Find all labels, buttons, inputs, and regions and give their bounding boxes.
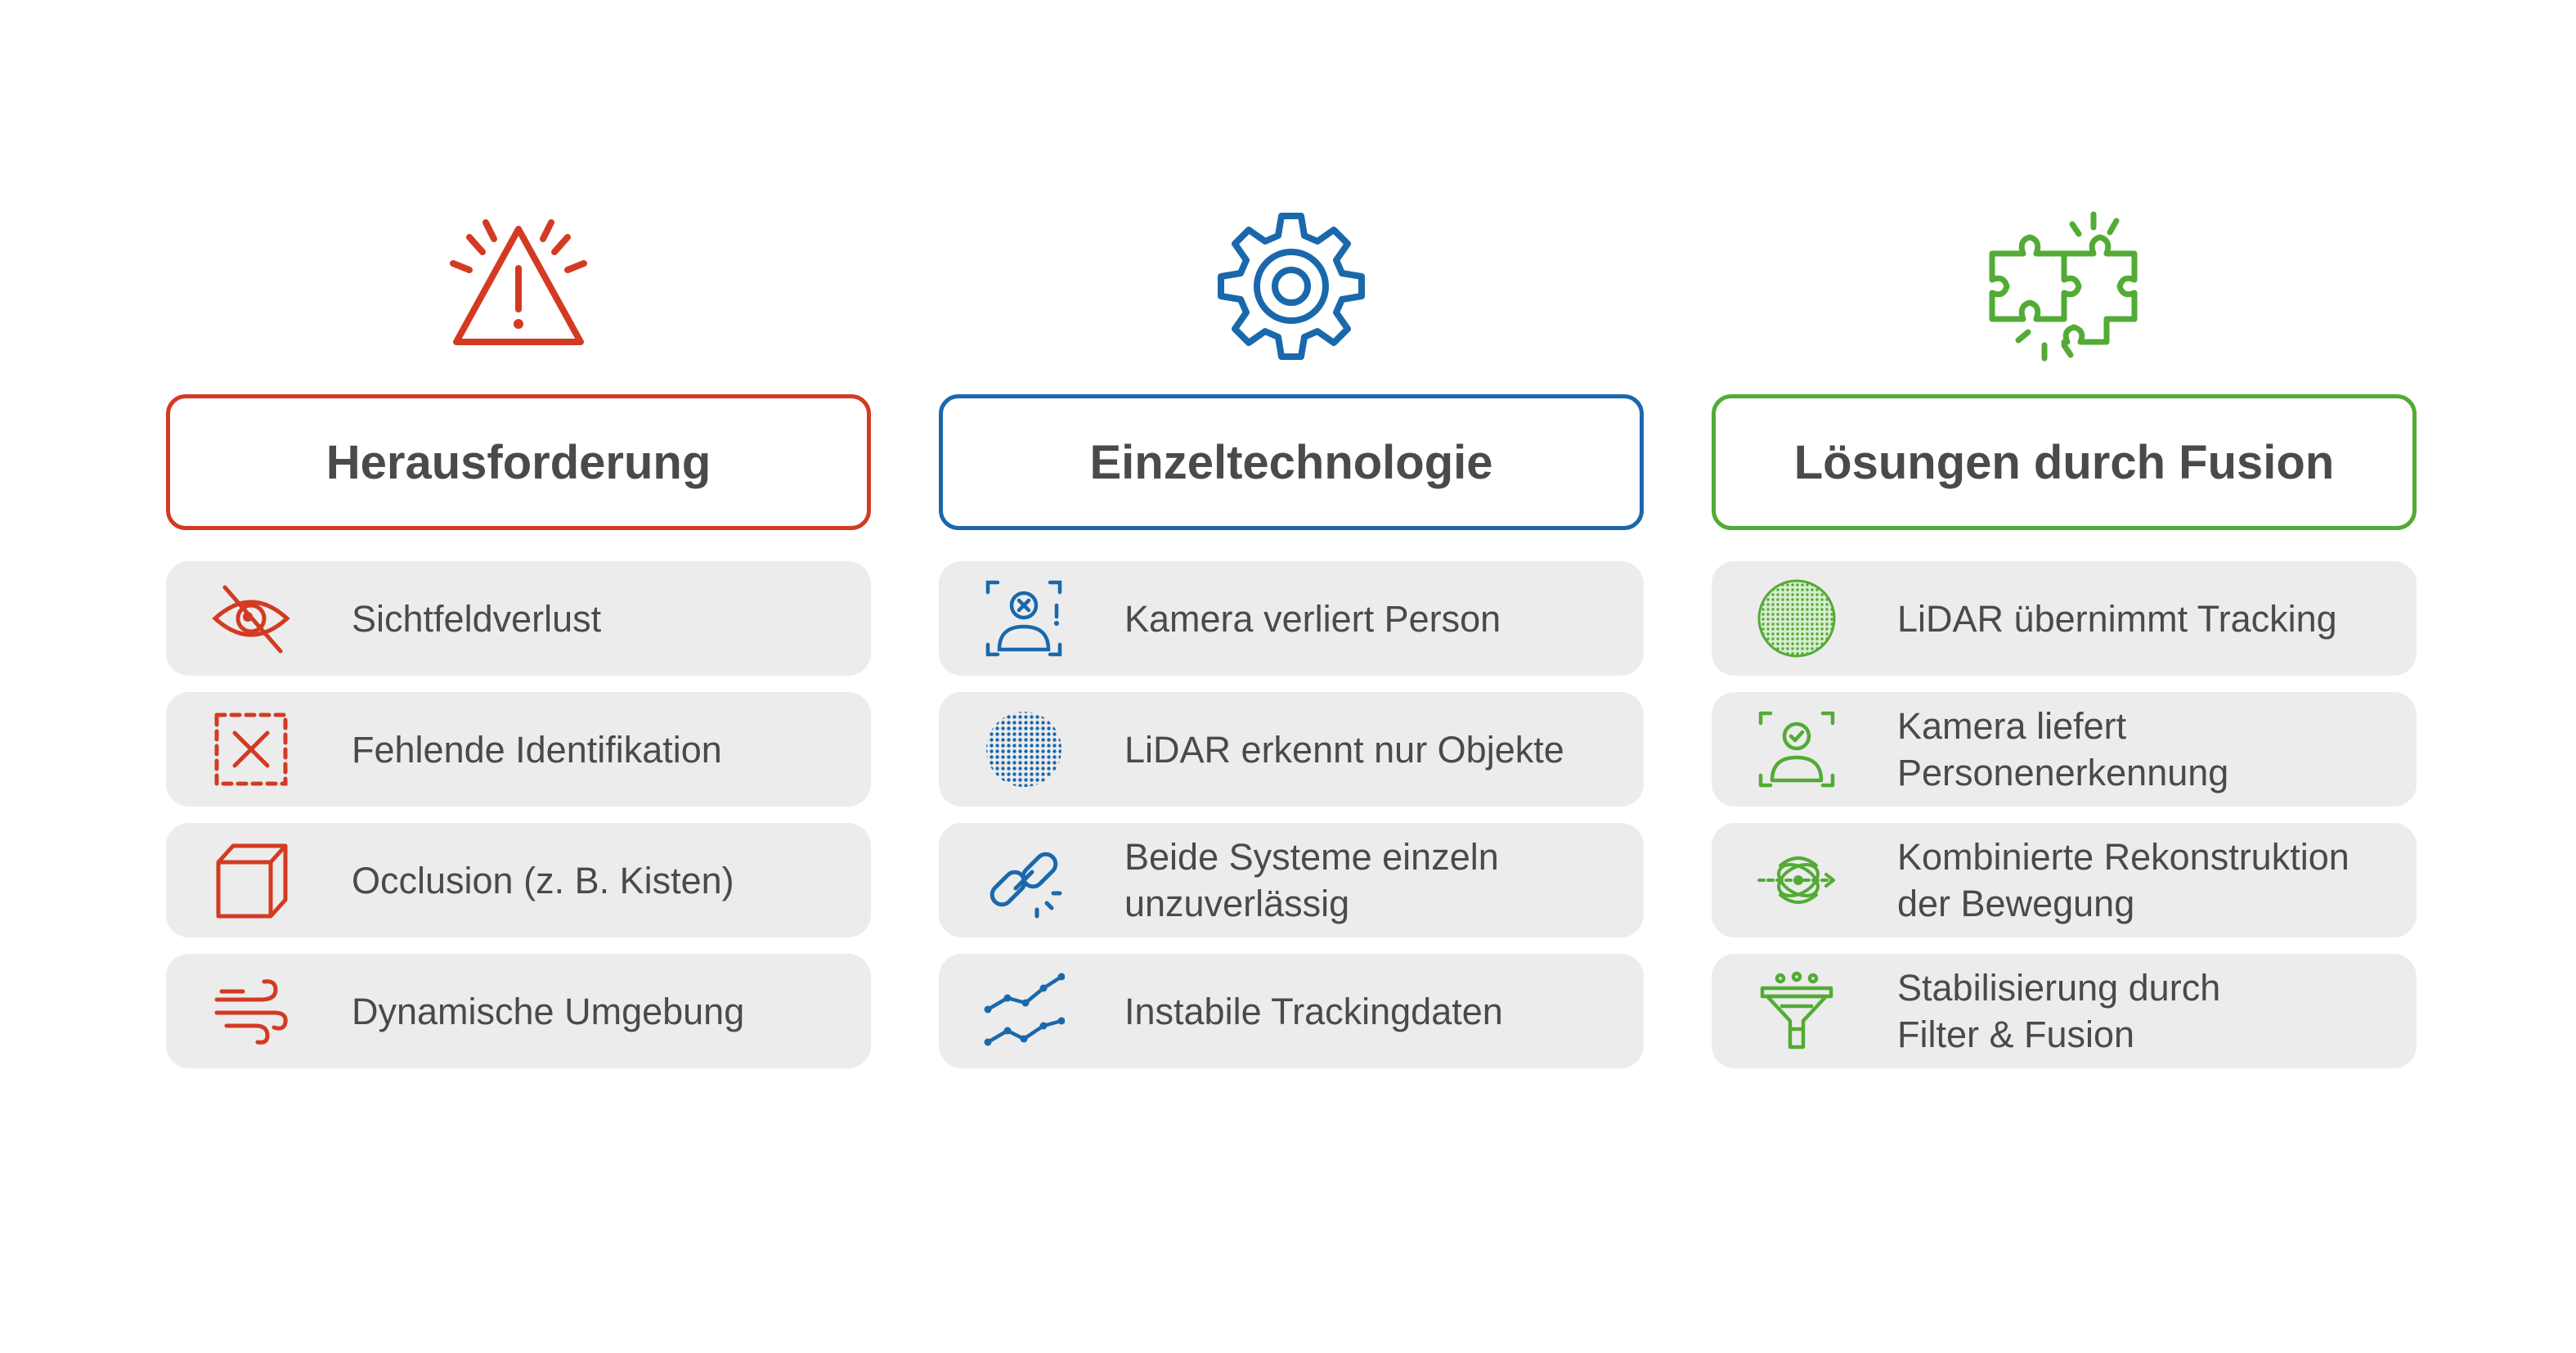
item-line: Dynamische Umgebung — [352, 990, 745, 1032]
motion-reconstruction-icon — [1757, 856, 1835, 904]
item-line: LiDAR übernimmt Tracking — [1897, 597, 2337, 640]
column-einzeltechnologie: Einzeltechnologie Kamera verliert Person — [939, 0, 1644, 1353]
list-item: Beide Systeme einzeln unzuverlässig — [939, 823, 1644, 937]
list-item: Sichtfeldverlust — [166, 561, 871, 676]
item-line: Kamera liefert — [1897, 705, 2127, 747]
item-line: Kombinierte Rekonstruktion — [1897, 836, 2349, 878]
list-item: LiDAR erkennt nur Objekte — [939, 692, 1644, 807]
column-herausforderung: Herausforderung Sichtfeldverlust Fehlend… — [166, 0, 871, 1353]
item-line: Fehlende Identifikation — [352, 728, 722, 771]
filter-funnel-icon — [1760, 971, 1833, 1050]
lidar-sphere-icon — [1757, 579, 1836, 658]
list-item: Kamera verliert Person — [939, 561, 1644, 676]
item-line: LiDAR erkennt nur Objekte — [1124, 728, 1564, 771]
person-scan-lost-icon — [985, 580, 1062, 657]
dot-sphere-icon — [986, 712, 1061, 787]
gear-icon — [1218, 213, 1365, 360]
list-item: Kombinierte Rekonstruktion der Bewegung — [1712, 823, 2417, 937]
item-line: unzuverlässig — [1124, 883, 1350, 924]
list-item: Fehlende Identifikation — [166, 692, 871, 807]
warning-icon — [450, 219, 587, 345]
list-item: Instabile Trackingdaten — [939, 954, 1644, 1068]
eye-crossed-icon — [212, 585, 290, 654]
cube-icon — [216, 843, 288, 919]
header-einzeltechnologie: Einzeltechnologie — [939, 394, 1644, 530]
line-graph-icon — [984, 973, 1065, 1046]
list-item: Dynamische Umgebung — [166, 954, 871, 1068]
list-item: LiDAR übernimmt Tracking — [1712, 561, 2417, 676]
puzzle-icon — [1989, 211, 2138, 362]
item-line: Kamera verliert Person — [1124, 597, 1501, 640]
dashed-x-box-icon — [214, 712, 288, 786]
column-loesungen-durch-fusion: Lösungen durch Fusion LiDAR übernimmt Tr… — [1712, 0, 2417, 1353]
item-line: Personenerkennung — [1897, 752, 2229, 793]
wind-icon — [214, 979, 288, 1045]
item-line: Instabile Trackingdaten — [1124, 990, 1503, 1032]
item-line: Occlusion (z. B. Kisten) — [352, 859, 734, 901]
item-line: Filter & Fusion — [1897, 1014, 2135, 1055]
list-item: Occlusion (z. B. Kisten) — [166, 823, 871, 937]
header-loesungen-durch-fusion: Lösungen durch Fusion — [1712, 394, 2417, 530]
item-line: Sichtfeldverlust — [352, 597, 602, 640]
item-line: Beide Systeme einzeln — [1124, 836, 1499, 878]
broken-chain-icon — [990, 852, 1062, 919]
list-item: Kamera liefert Personenerkennung — [1712, 692, 2417, 807]
item-line: Stabilisierung durch — [1897, 967, 2221, 1009]
header-herausforderung: Herausforderung — [166, 394, 871, 530]
person-scan-check-icon — [1758, 711, 1835, 788]
item-line: der Bewegung — [1897, 883, 2135, 924]
list-item: Stabilisierung durch Filter & Fusion — [1712, 954, 2417, 1068]
